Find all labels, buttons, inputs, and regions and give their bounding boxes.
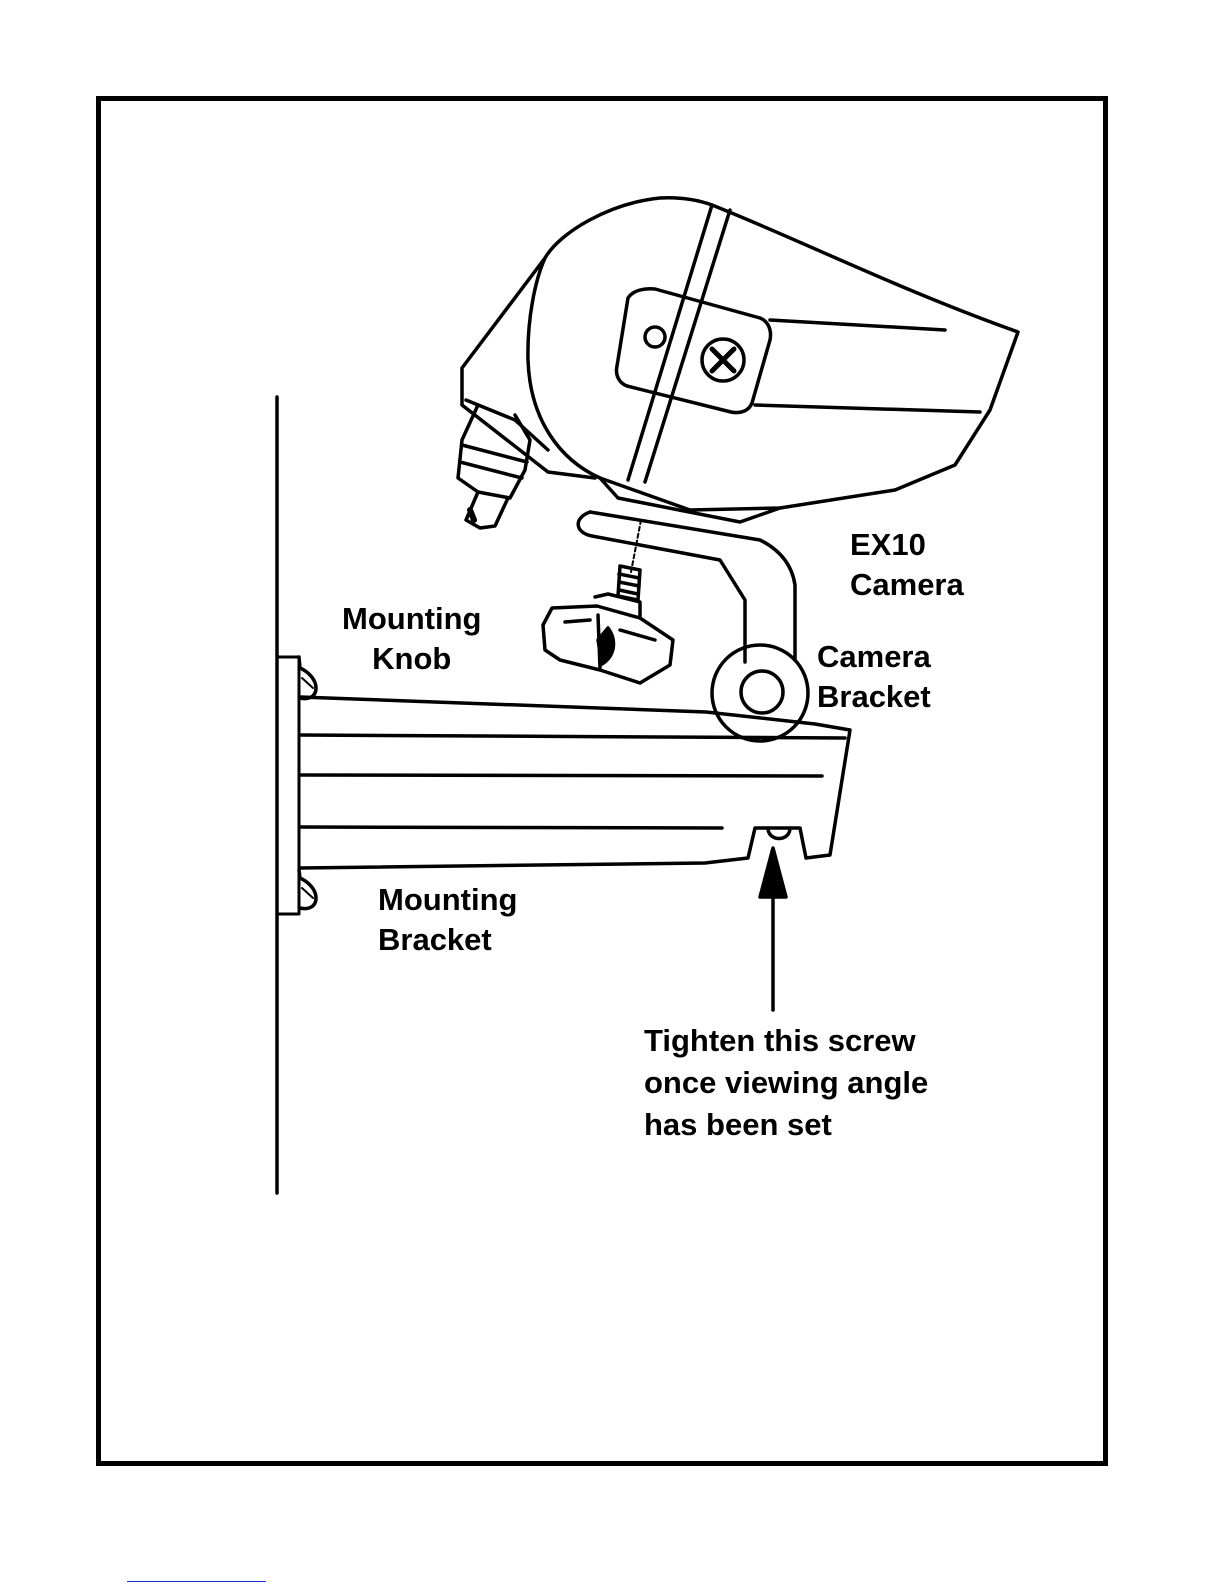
camera-label: EX10 Camera (850, 525, 964, 605)
mounting-knob-drawing (543, 520, 673, 683)
mounting-bracket-label: Mounting Bracket (378, 880, 517, 960)
mounting-knob-label: Mounting Knob (342, 599, 481, 679)
camera-housing (462, 198, 1018, 522)
camera-cable-connector (458, 405, 530, 528)
footer-rule (127, 1581, 266, 1582)
camera-bracket-label: Camera Bracket (817, 637, 931, 717)
camera-bracket-arm (578, 512, 808, 741)
camera-side-plate (616, 289, 770, 413)
screw-arrow (760, 848, 786, 1010)
tighten-screw-instruction: Tighten this screw once viewing angle ha… (644, 1020, 928, 1146)
